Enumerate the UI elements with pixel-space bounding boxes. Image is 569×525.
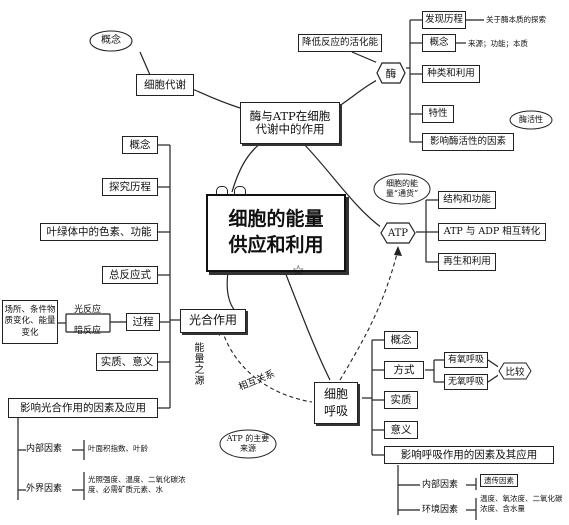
enzyme-discovery-note: 关于酶本质的探索 (486, 15, 546, 24)
atp-regeneration-label: 再生和利用 (443, 255, 491, 267)
photo-external-note: 光照强度、温度、二氧化碳浓度、必需矿质元素、水 (88, 475, 186, 495)
photo-internal-note: 叶面积指数、叶龄 (88, 444, 148, 453)
atp-conversion-label: ATP 与 ADP 相互转化 (443, 225, 541, 237)
enzyme-atp-line2: 代谢中的作用 (255, 122, 325, 136)
resp-concept-box: 概念 (384, 331, 418, 349)
energy-source-text: 能量之源 (192, 342, 203, 386)
enzyme-hexagon: 酶 (376, 62, 406, 84)
photo-pigments-box: 叶绿体中的色素、功能 (40, 223, 158, 241)
process-box: 过程 (126, 313, 160, 331)
atp-label: ATP (387, 227, 409, 239)
photo-essence-box: 实质、意义 (96, 353, 158, 371)
resp-internal: 内部因素 (422, 480, 459, 490)
respiration-label: 细胞呼吸 (323, 387, 348, 418)
photo-external: 外界因素 (26, 484, 63, 494)
light-reaction: 光反应 (74, 305, 102, 315)
resp-factors-label: 影响呼吸作用的因素及其应用 (400, 448, 538, 461)
enzyme-traits-label: 特性 (428, 107, 448, 119)
concept-cloud-top: 概念 (88, 28, 134, 54)
aerobic-label: 有氧呼吸 (447, 354, 484, 365)
photo-factors-box: 影响光合作用的因素及应用 (8, 398, 158, 418)
photo-factors-label: 影响光合作用的因素及应用 (20, 401, 146, 414)
photo-concept-label: 概念 (129, 138, 151, 151)
resp-mode-box: 方式 (384, 361, 424, 379)
metabolism-label: 细胞代谢 (144, 78, 186, 91)
process-label: 过程 (132, 315, 154, 328)
atp-regeneration-box: 再生和利用 (438, 253, 496, 271)
enzyme-types-box: 种类和利用 (422, 65, 480, 83)
enzyme-discovery-box: 发现历程 (422, 11, 466, 29)
respiration-box: 细胞呼吸 (314, 382, 358, 424)
photo-internal: 内部因素 (26, 444, 63, 454)
enzyme-traits-box: 特性 (422, 105, 454, 123)
photo-history-box: 探究历程 (102, 178, 158, 196)
enzyme-types-label: 种类和利用 (427, 67, 475, 79)
enzyme-factors-label: 影响酶活性的因素 (429, 135, 506, 147)
photo-equation-box: 总反应式 (102, 266, 158, 284)
enzyme-activity-cloud-label: 酶活性 (519, 115, 543, 125)
anaerobic-label: 无氧呼吸 (447, 376, 484, 387)
photo-concept-box: 概念 (122, 136, 158, 154)
resp-essence-label: 实质 (390, 393, 412, 406)
atp-structure-box: 结构和功能 (438, 191, 496, 209)
photosynthesis-box: 光合作用 (180, 309, 246, 333)
photo-essence-label: 实质、意义 (100, 355, 154, 368)
resp-environment-note: 温度、氧浓度、二氧化碳浓度、含水量 (480, 494, 563, 514)
atp-conversion-box: ATP 与 ADP 相互转化 (438, 223, 546, 241)
lower-activation-label: 降低反应的活化能 (301, 36, 378, 48)
photosynthesis-label: 光合作用 (188, 313, 237, 328)
enzyme-concept-note: 来源；功能；本质 (468, 39, 528, 48)
resp-environment: 环境因素 (422, 505, 459, 515)
atp-currency-cloud-label: 细胞的能量“通货” (385, 179, 419, 198)
resp-essence-box: 实质 (384, 391, 418, 409)
resp-internal-note: 遗传因素 (480, 474, 518, 487)
enzyme-label: 酶 (385, 67, 397, 80)
resp-mode-label: 方式 (393, 363, 415, 376)
photo-pigments-label: 叶绿体中的色素、功能 (46, 225, 152, 238)
lower-activation-box: 降低反应的活化能 (298, 34, 382, 52)
enzyme-concept-box: 概念 (422, 34, 456, 52)
enzyme-atp-line1: 酶与ATP在细胞 (249, 108, 331, 123)
center-line1: 细胞的能量 (228, 208, 324, 231)
star-icon: ☆ (292, 263, 305, 279)
anaerobic-box: 无氧呼吸 (444, 374, 488, 390)
photo-equation-label: 总反应式 (109, 268, 151, 281)
enzyme-concept-label: 概念 (429, 36, 449, 48)
photo-history-label: 探究历程 (109, 180, 151, 193)
enzyme-factors-box: 影响酶活性的因素 (422, 133, 514, 151)
enzyme-atp-box: 酶与ATP在细胞 代谢中的作用 (240, 102, 340, 144)
enzyme-discovery-label: 发现历程 (424, 13, 463, 25)
center-box: 细胞的能量 供应和利用 (206, 194, 346, 272)
process-note-box: 场所、条件物质变化、能量变化 (2, 300, 58, 344)
resp-factors-box: 影响呼吸作用的因素及其应用 (384, 446, 554, 464)
resp-concept-label: 概念 (390, 333, 412, 346)
resp-meaning-box: 意义 (384, 421, 418, 439)
atp-source-cloud-label: ATP 的主要来源 (226, 434, 270, 453)
aerobic-box: 有氧呼吸 (444, 352, 488, 368)
atp-source-cloud: ATP 的主要来源 (218, 428, 278, 460)
compare-label: 比较 (505, 367, 525, 378)
atp-hexagon: ATP (380, 222, 416, 244)
center-line2: 供应和利用 (228, 234, 324, 256)
process-note-label: 场所、条件物质变化、能量变化 (4, 305, 56, 338)
enzyme-activity-cloud: 酶活性 (508, 108, 554, 132)
resp-meaning-label: 意义 (390, 423, 412, 436)
metabolism-box: 细胞代谢 (136, 74, 194, 96)
compare-shape: 比较 (498, 362, 532, 380)
atp-currency-cloud: 细胞的能量“通货” (372, 172, 432, 206)
atp-structure-label: 结构和功能 (443, 193, 491, 205)
dark-reaction: 暗反应 (74, 326, 102, 336)
concept-cloud-top-label: 概念 (101, 35, 121, 46)
